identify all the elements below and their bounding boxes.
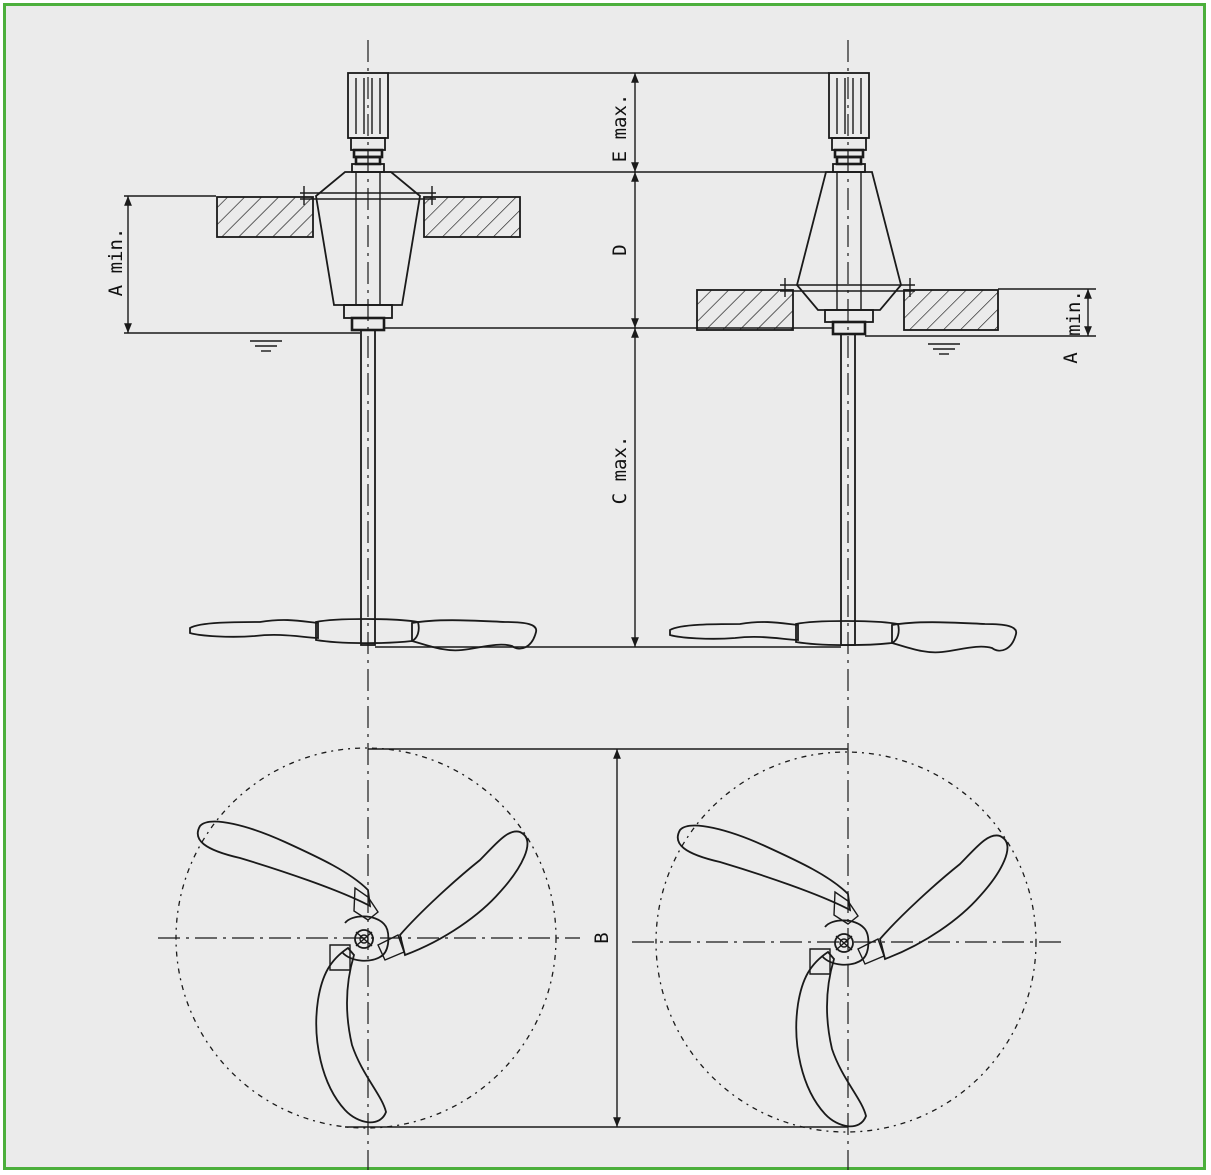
left-agitator-side-view	[189, 72, 537, 652]
right-support-slab-right	[903, 289, 999, 331]
right-support-slab-left	[696, 289, 794, 331]
label-d: D	[609, 244, 631, 255]
right-lantern-housing	[780, 171, 915, 336]
right-motor	[828, 72, 870, 173]
label-min-right: min.	[1063, 290, 1085, 336]
right-agitator-side-view	[669, 72, 1017, 654]
left-lantern-housing	[300, 171, 436, 332]
right-swept-circle	[655, 751, 1037, 1133]
right-liquid-level-symbol	[928, 343, 960, 355]
label-e-max: E max.	[609, 94, 631, 163]
label-c-max: C max.	[609, 436, 631, 505]
left-liquid-level-symbol	[250, 340, 282, 352]
label-b: B	[591, 932, 613, 943]
left-support-slab-left	[216, 196, 314, 238]
left-support-slab-right	[423, 196, 521, 238]
right-propeller-top-view	[655, 751, 1037, 1133]
label-a-right: A	[1060, 352, 1082, 364]
label-a-min-left: A min.	[105, 228, 127, 297]
left-propeller-side-view	[189, 618, 537, 652]
right-propeller-side-view	[669, 620, 1017, 654]
left-shaft	[360, 329, 376, 646]
left-propeller-top-view	[175, 747, 557, 1129]
left-swept-circle	[175, 747, 557, 1129]
drawing-frame	[3, 3, 1206, 1170]
